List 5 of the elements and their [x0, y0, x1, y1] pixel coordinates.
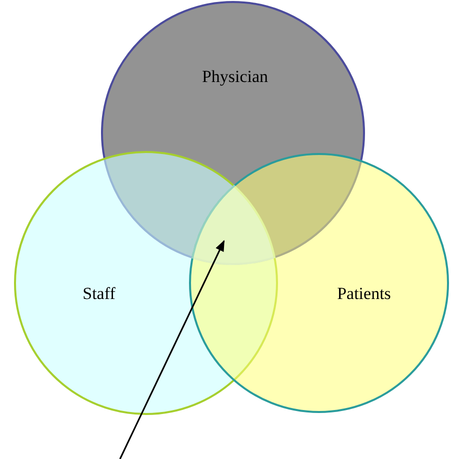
circle-label: Physician	[202, 67, 268, 87]
triple-overlap-region	[191, 184, 276, 265]
leader-arrow	[119, 240, 225, 459]
circle-label: Patients	[337, 284, 391, 304]
circle-label: Staff	[82, 284, 116, 304]
